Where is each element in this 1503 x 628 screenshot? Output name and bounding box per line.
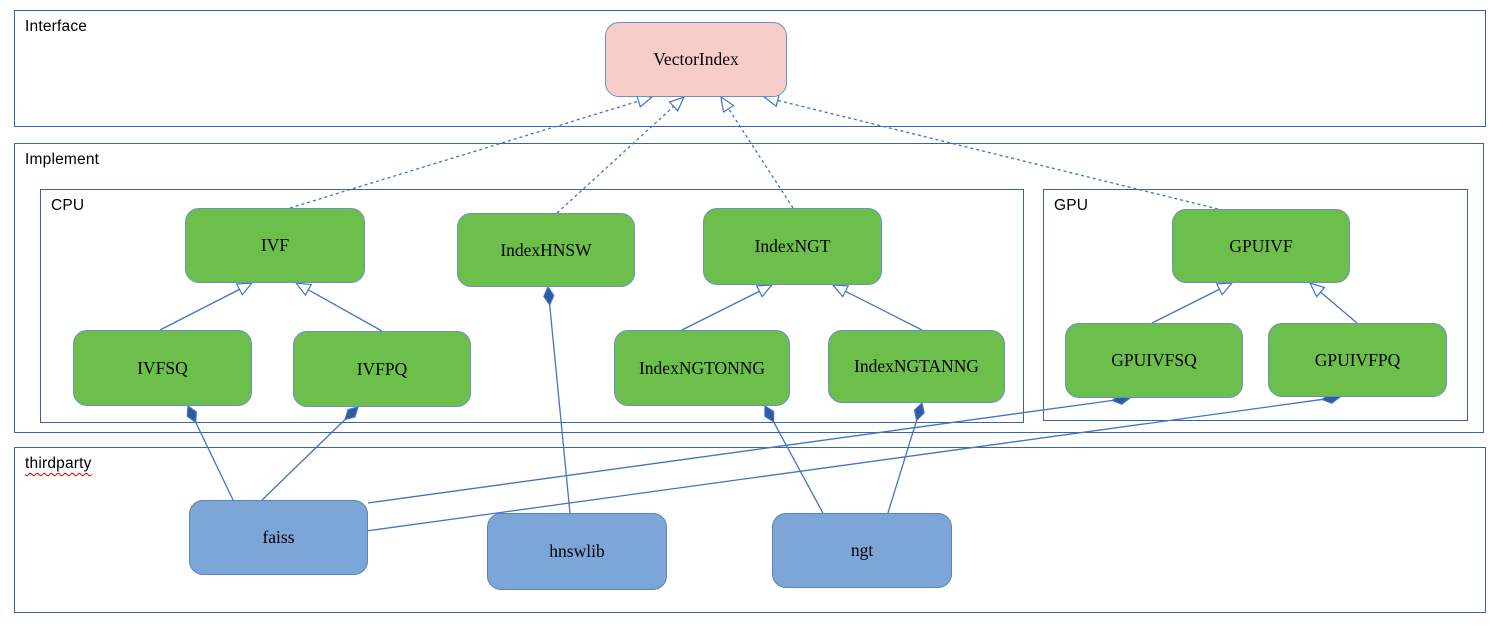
node-indexngtanng-label: IndexNGTANNG [854, 356, 979, 376]
node-vectorindex[interactable]: VectorIndex [605, 22, 787, 97]
node-indexngtanng[interactable]: IndexNGTANNG [828, 330, 1005, 403]
node-indexngt[interactable]: IndexNGT [703, 208, 882, 285]
node-ngt-label: ngt [850, 540, 874, 560]
node-gpuivfpq-label: GPUIVFPQ [1314, 349, 1401, 370]
node-ngt[interactable]: ngt [772, 513, 952, 588]
container-cpu-label: CPU [51, 197, 85, 214]
node-ivf[interactable]: IVF [185, 208, 365, 283]
container-thirdparty-label: thirdparty [25, 455, 92, 472]
node-ivf-label: IVF [260, 235, 290, 255]
node-indexngtonng[interactable]: IndexNGTONNG [614, 330, 790, 406]
node-gpuivf[interactable]: GPUIVF [1172, 209, 1350, 283]
container-interface-label: Interface [25, 18, 88, 35]
node-indexngtonng-label: IndexNGTONNG [638, 357, 766, 378]
node-gpuivfsq-label: GPUIVFSQ [1111, 350, 1197, 370]
node-ivfsq[interactable]: IVFSQ [73, 330, 252, 406]
node-indexhnsw[interactable]: IndexHNSW [457, 213, 635, 287]
container-gpu-label: GPU [1054, 197, 1089, 214]
node-ivfsq-label: IVFSQ [137, 357, 188, 378]
node-indexhnsw-label: IndexHNSW [500, 239, 592, 260]
node-gpuivfsq[interactable]: GPUIVFSQ [1065, 323, 1243, 398]
node-hnswlib-label: hnswlib [549, 541, 605, 561]
node-faiss-label: faiss [262, 527, 295, 547]
node-ivfpq[interactable]: IVFPQ [293, 331, 471, 407]
node-vectorindex-label: VectorIndex [653, 49, 739, 69]
node-hnswlib[interactable]: hnswlib [487, 513, 667, 590]
node-gpuivf-label: GPUIVF [1229, 235, 1293, 256]
container-implement-label: Implement [25, 151, 100, 168]
node-indexngt-label: IndexNGT [754, 236, 831, 256]
node-gpuivfpq[interactable]: GPUIVFPQ [1268, 323, 1447, 397]
node-ivfpq-label: IVFPQ [356, 358, 408, 379]
node-faiss[interactable]: faiss [189, 500, 368, 575]
